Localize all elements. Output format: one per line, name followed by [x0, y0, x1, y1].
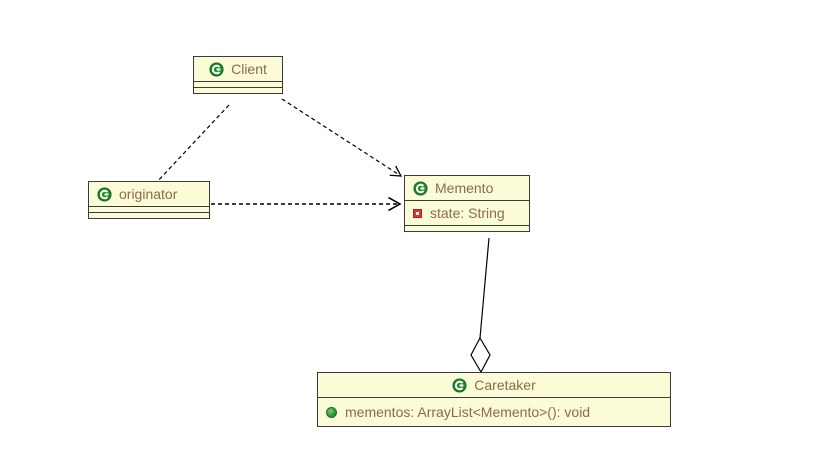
field-private-icon — [413, 208, 422, 218]
edge-client-to-memento — [281, 98, 403, 177]
edge-memento-to-caretaker-aggregation — [470, 237, 491, 374]
class-header-memento: Memento — [405, 176, 529, 200]
compartment-divider — [89, 212, 209, 213]
uml-class-memento[interactable]: Memento state: String — [404, 175, 530, 232]
operations-compartment-empty — [89, 213, 209, 218]
attributes-compartment-empty — [194, 82, 282, 87]
compartment-divider — [405, 200, 529, 201]
method-public-icon — [326, 406, 337, 418]
method-mementos: mementos: ArrayList<Memento>(): void — [345, 404, 591, 420]
compartment-divider — [194, 87, 282, 88]
class-name-client: Client — [231, 61, 267, 77]
compartment-divider — [405, 225, 529, 226]
class-icon — [209, 61, 224, 77]
class-header-originator: originator — [89, 182, 209, 206]
operations-compartment: mementos: ArrayList<Memento>(): void — [318, 398, 670, 426]
attributes-compartment-empty — [89, 207, 209, 212]
compartment-divider — [194, 81, 282, 82]
uml-class-client[interactable]: Client — [193, 56, 283, 94]
uml-class-caretaker[interactable]: Caretaker mementos: ArrayList<Memento>()… — [317, 372, 671, 427]
compartment-divider — [318, 397, 670, 398]
attributes-compartment: state: String — [405, 201, 529, 225]
operations-compartment-empty — [405, 226, 529, 231]
class-name-memento: Memento — [435, 180, 494, 196]
field-state: state: String — [430, 205, 505, 221]
operations-compartment-empty — [194, 88, 282, 93]
class-icon — [97, 186, 112, 202]
class-icon — [452, 377, 467, 393]
compartment-divider — [89, 206, 209, 207]
class-header-client: Client — [194, 57, 282, 81]
class-icon — [413, 180, 428, 196]
class-name-originator: originator — [119, 186, 178, 202]
class-header-caretaker: Caretaker — [318, 373, 670, 397]
uml-class-originator[interactable]: originator — [88, 181, 210, 219]
class-name-caretaker: Caretaker — [474, 377, 536, 393]
aggregation-diamond-icon — [470, 336, 491, 374]
